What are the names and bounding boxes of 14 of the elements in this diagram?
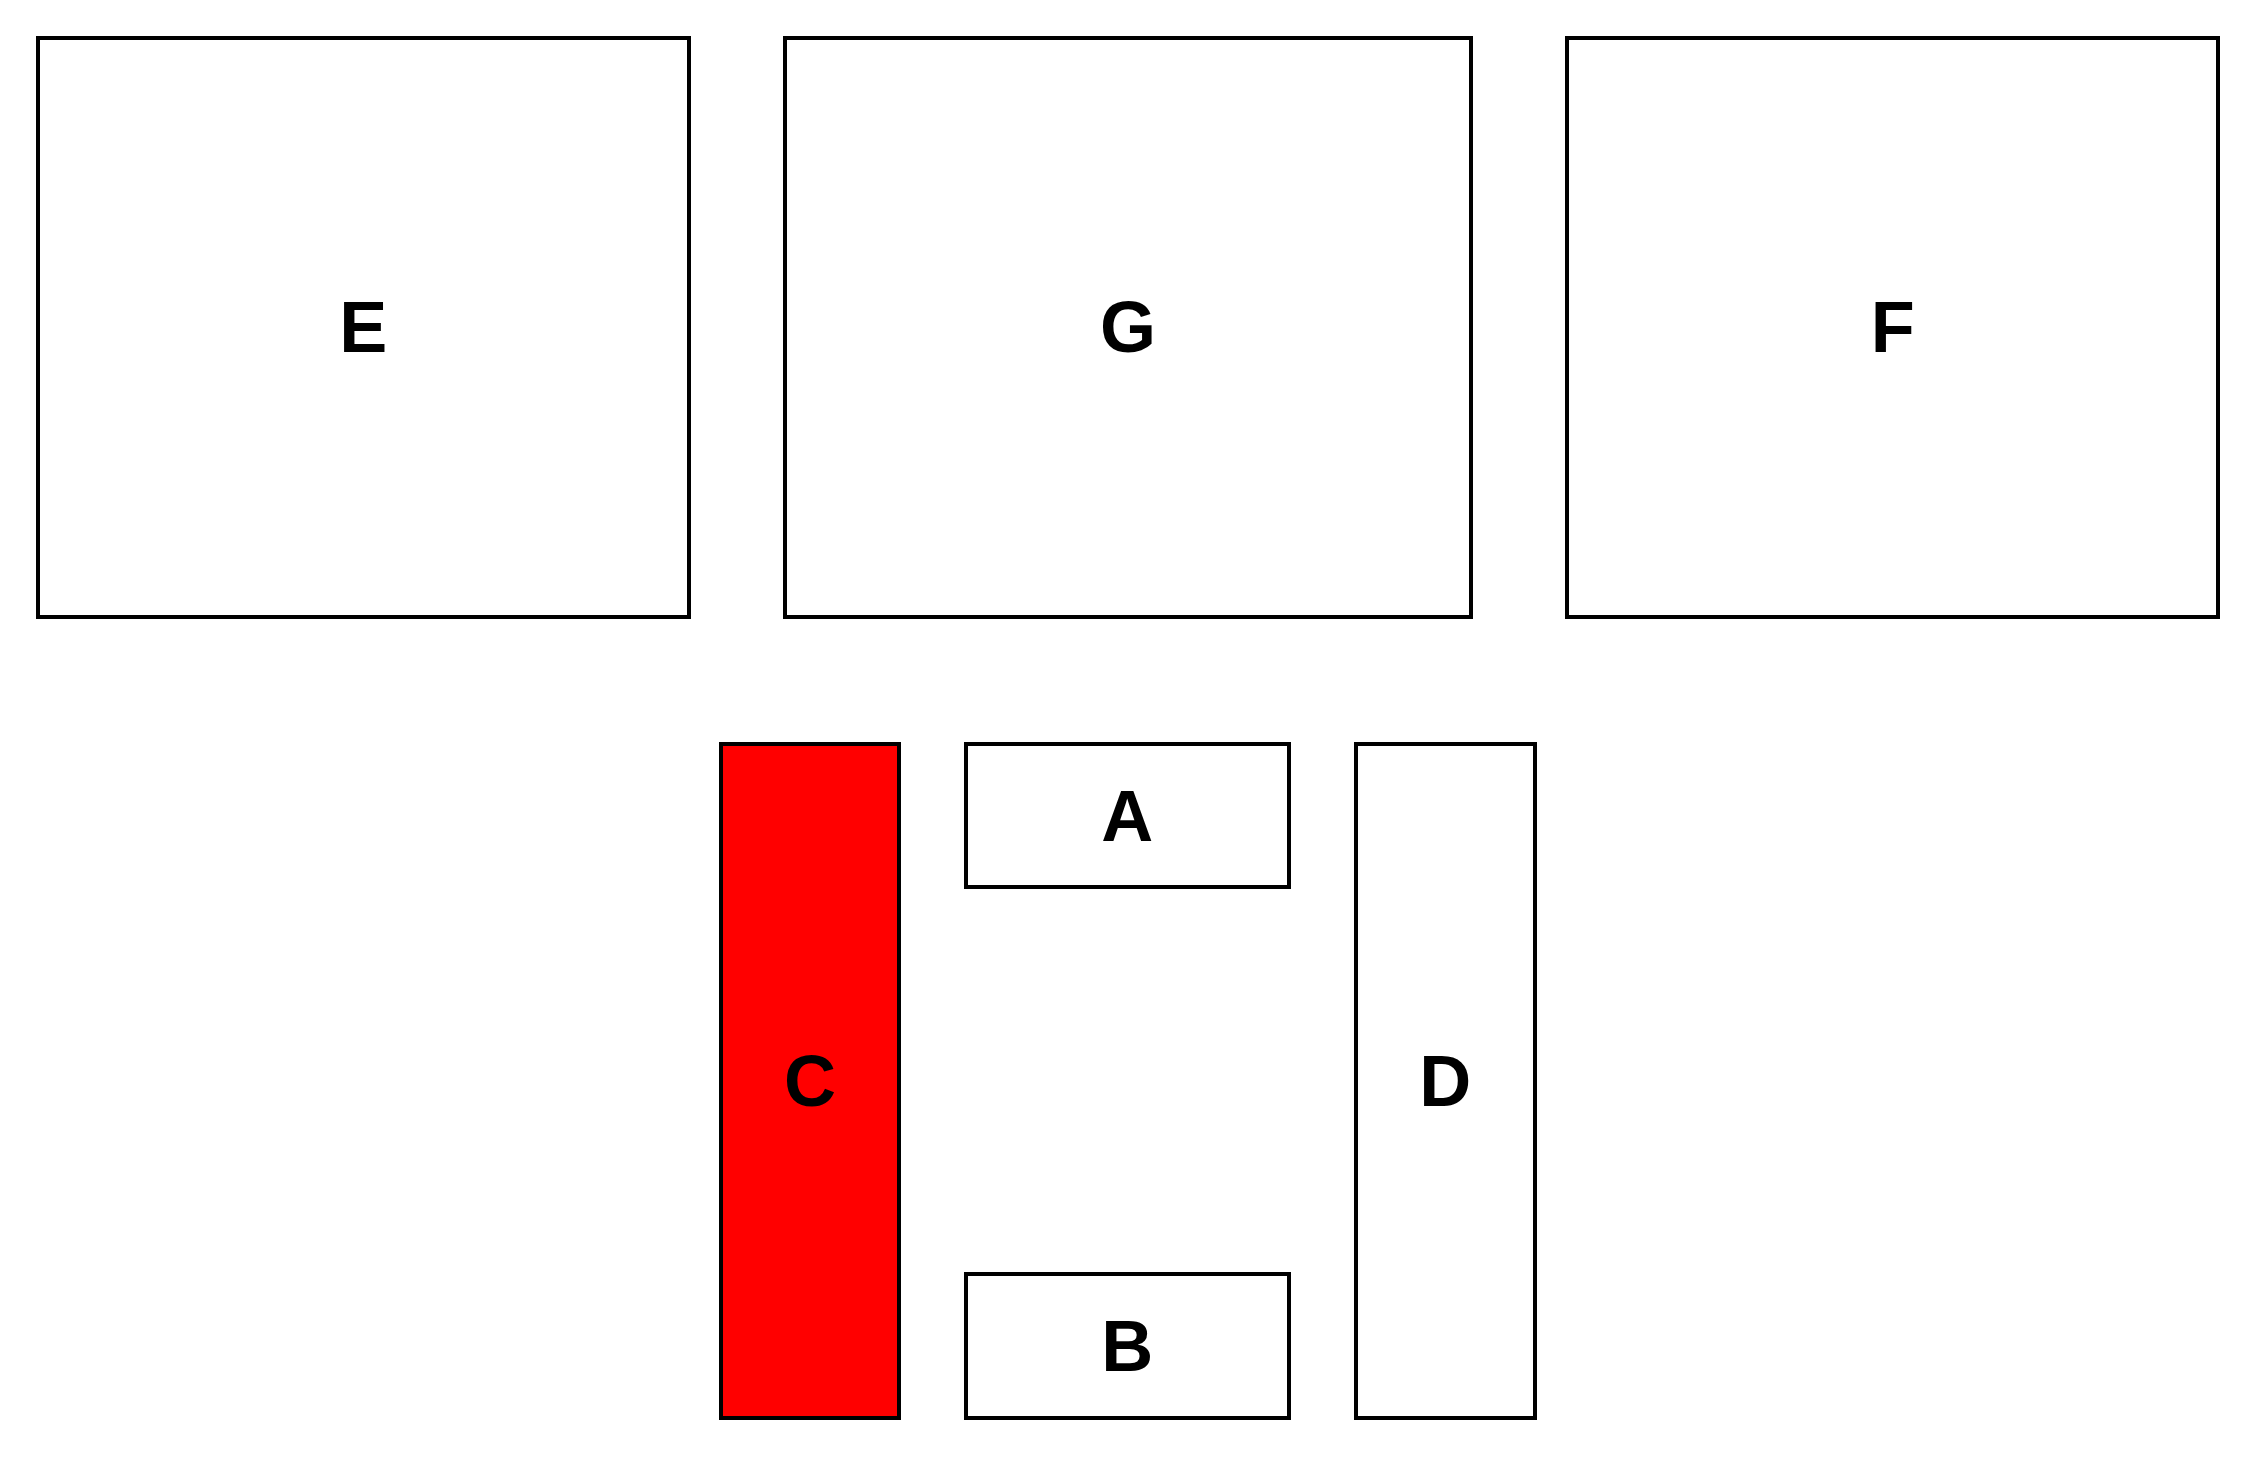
box [963,742,1291,890]
box-label: A [1101,774,1154,857]
box-label: E [339,286,388,369]
box-label: D [1419,1040,1472,1123]
box [782,35,1474,619]
box [35,35,691,619]
box-label: F [1870,286,1915,369]
box-label: B [1101,1304,1154,1387]
box [963,1271,1291,1421]
box [1353,742,1537,1421]
box-label: C [784,1040,836,1123]
box [1565,35,2220,619]
box-label: G [1100,286,1156,369]
box [719,742,901,1421]
